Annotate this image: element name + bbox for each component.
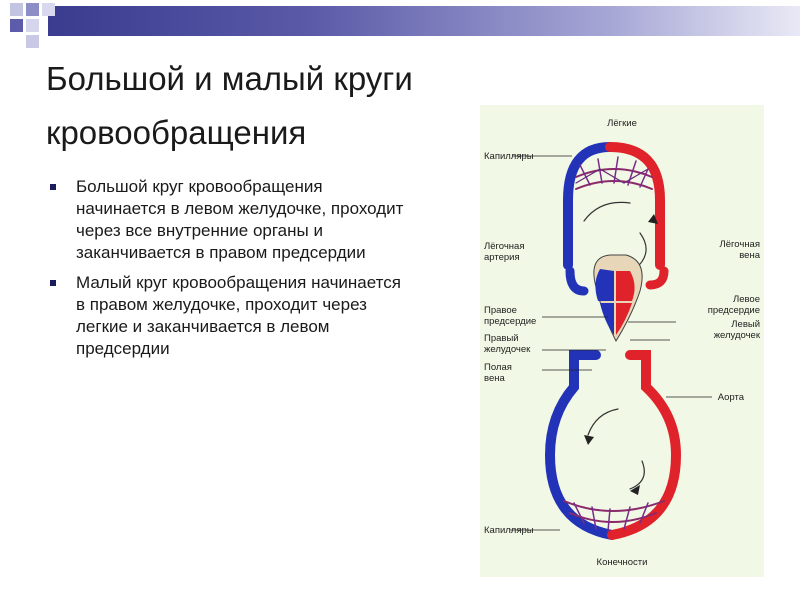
decor-square [42, 3, 55, 16]
bullet-list: Большой круг кровообращения начинается в… [48, 176, 408, 368]
label-right-ventricle: Правый желудочек [484, 333, 531, 355]
bullet-square-icon [50, 184, 56, 190]
bullet-text: Большой круг кровообращения начинается в… [76, 177, 404, 262]
label-pulmonary-artery: Лёгочная артерия [484, 241, 525, 263]
decor-square [10, 3, 23, 16]
bullet-text: Малый круг кровообращения начинается в п… [76, 273, 401, 358]
decor-square [26, 3, 39, 16]
title-line: кровообращения [46, 114, 307, 151]
label-aorta: Аорта [717, 392, 744, 403]
slide-title: Большой и малый круги кровообращения [46, 52, 486, 160]
label-lungs: Лёгкие [607, 118, 637, 129]
header-gradient-bar [48, 6, 800, 36]
decor-square [26, 19, 39, 32]
decor-square [26, 35, 39, 48]
label-capillaries-bottom: Капилляры [484, 525, 534, 536]
title-line: Большой и малый круги [46, 60, 413, 97]
label-right-atrium: Правое предсердие [484, 305, 537, 327]
list-item: Малый круг кровообращения начинается в п… [48, 272, 408, 360]
heart-icon [593, 254, 643, 343]
label-vena-cava: Полая вена [484, 362, 512, 384]
circulation-illustration [510, 142, 712, 540]
label-limbs: Конечности [596, 557, 648, 568]
decor-square [10, 19, 23, 32]
bullet-square-icon [50, 280, 56, 286]
list-item: Большой круг кровообращения начинается в… [48, 176, 408, 264]
label-pulmonary-vein: Лёгочная вена [719, 239, 760, 261]
label-left-ventricle: Левый желудочек [713, 319, 760, 341]
label-left-atrium: Левое предсердие [707, 294, 760, 316]
circulation-diagram: Лёгкие Капилляры Лёгочная артерия Лёгочн… [480, 105, 764, 577]
label-capillaries-top: Капилляры [484, 151, 534, 162]
